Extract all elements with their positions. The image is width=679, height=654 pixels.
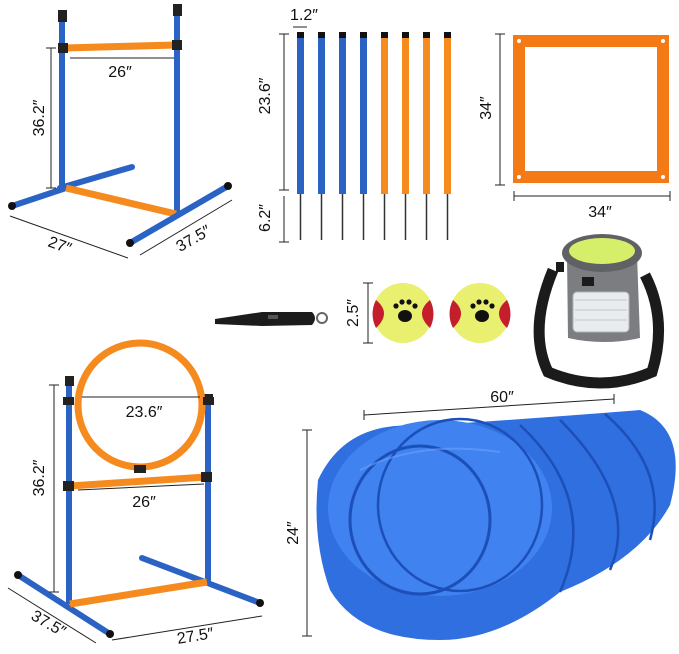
weave-pole [444,32,451,240]
hurdle-jump: 36.2″ 26″ 27″ 37.5″ [8,4,233,259]
weave-pole [318,32,325,240]
weave-pole [339,32,346,240]
tunnel-diameter-label: 24″ [285,521,302,545]
pole-width-label: 1.2″ [290,7,318,24]
hurdle-base-side-label: 37.5″ [174,222,215,255]
tunnel-length-label: 60″ [490,389,514,406]
weave-pole [360,32,367,240]
tennis-ball [449,283,511,343]
weave-pole [402,32,409,240]
weave-pole [381,32,388,240]
ball-diameter-label: 2.5″ [345,299,362,327]
whistle [215,312,328,326]
tennis-balls: 2.5″ [345,282,511,344]
tire-jump-base-side-label: 37.5″ [28,608,69,641]
frame-height-label: 34″ [478,96,495,120]
pause-box-frame: 34″ 34″ [478,33,671,221]
ring-diameter-label: 23.6″ [126,404,163,421]
tennis-ball [372,283,434,343]
tire-jump-base-front-label: 27.5″ [176,625,215,648]
tire-jump: 23.6″ 36.2″ 26″ 37.5″ 27.5″ [7,339,264,648]
frame-width-label: 34″ [588,204,612,221]
tire-jump-height-label: 36.2″ [31,459,48,496]
paw-print-icon [393,299,418,322]
weave-pole [423,32,430,240]
treat-bag [533,234,664,389]
tire-jump-bar-label: 26″ [132,494,156,511]
weave-pole [297,32,304,240]
paw-print-icon [470,299,495,322]
agility-tunnel: 60″ 24″ [285,389,676,640]
hurdle-height-label: 36.2″ [31,99,48,136]
pole-height-label: 23.6″ [257,77,274,114]
weave-poles: 1.2″ 23.6″ 6.2″ [257,7,451,243]
hurdle-bar-label: 26″ [108,64,132,81]
spike-length-label: 6.2″ [257,204,274,232]
